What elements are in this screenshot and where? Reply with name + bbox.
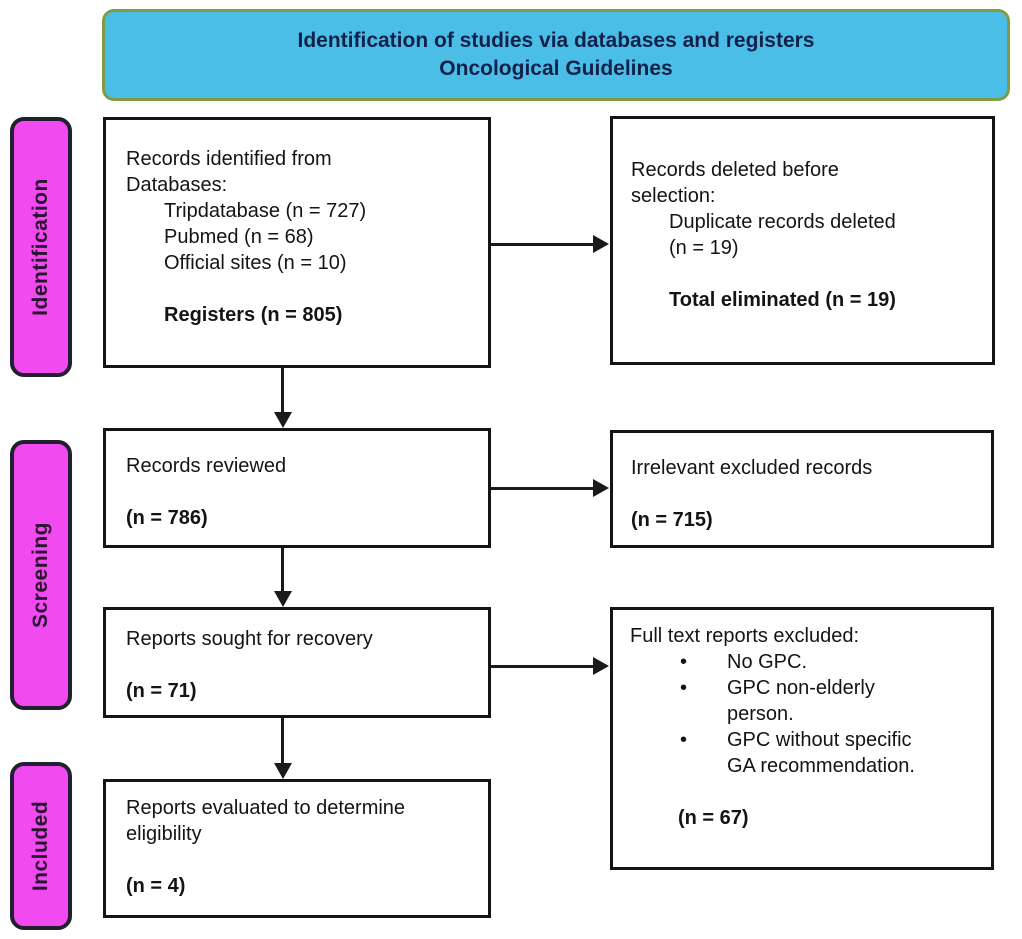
box-text-line: Reports sought for recovery	[126, 628, 373, 650]
box-text-line: (n = 786)	[126, 507, 208, 529]
box-text-spacer	[126, 847, 472, 873]
box-text-line: Reports evaluated to determine	[126, 797, 406, 819]
header-banner: Identification of studies via databases …	[102, 9, 1010, 101]
box-text-line: selection:	[631, 185, 716, 207]
box-text-spacer	[630, 779, 977, 805]
stage-screening: Screening	[10, 440, 72, 710]
box-reports-sought: Reports sought for recovery (n = 71)	[103, 607, 491, 718]
box-text-line: Total eliminated (n = 19)	[669, 289, 896, 311]
box-text-spacer	[631, 481, 977, 507]
box-text-line: (n = 19)	[669, 237, 739, 259]
stage-screening-label: Screening	[29, 521, 53, 629]
box-text-line: GA recommendation.	[727, 755, 915, 777]
box-text-line: • No GPC.	[680, 649, 977, 675]
bullet-text: No GPC.	[727, 651, 808, 673]
box-text-line: Records deleted before	[631, 159, 839, 181]
bullet-icon: •	[680, 729, 688, 751]
stage-identification-label: Identification	[29, 178, 53, 316]
bullet-icon: •	[680, 651, 688, 673]
box-text-line: • GPC non-elderly	[680, 675, 977, 701]
bullet-icon: •	[680, 677, 688, 699]
box-text-line: Records identified from	[126, 148, 332, 170]
box-irrelevant-excluded: Irrelevant excluded records (n = 715)	[610, 430, 994, 548]
box-text-line: • GPC without specific	[680, 727, 977, 753]
box-text-line: Records reviewed	[126, 455, 287, 477]
bullet-text: GPC without specific	[727, 729, 912, 751]
stage-included-label: Included	[29, 800, 52, 892]
box-full-text-excluded: Full text reports excluded: • No GPC. • GPC …	[610, 607, 994, 870]
box-text-line: Registers (n = 805)	[164, 304, 343, 326]
box-text-line: (n = 4)	[126, 875, 186, 897]
bullet-text: GPC non-elderly	[727, 677, 875, 699]
box-text-spacer	[126, 652, 472, 678]
box-text-line: (n = 67)	[678, 807, 749, 829]
box-text-spacer	[126, 276, 472, 302]
box-text-line: Full text reports excluded:	[630, 625, 859, 647]
header-title-line1: Identification of studies via databases …	[297, 29, 815, 52]
box-text-line: person.	[727, 703, 794, 725]
box-reports-evaluated: Reports evaluated to determine eligibilit…	[103, 779, 491, 918]
box-text-line: Tripdatabase (n = 727)	[164, 200, 367, 222]
box-text-line: Irrelevant excluded records	[631, 457, 873, 479]
box-text-spacer	[631, 261, 978, 287]
box-text-line: eligibility	[126, 823, 202, 845]
box-text-line: Official sites (n = 10)	[164, 252, 347, 274]
box-text-line: (n = 715)	[631, 509, 713, 531]
stage-identification: Identification	[10, 117, 72, 377]
box-text-line: Pubmed (n = 68)	[164, 226, 314, 248]
box-text-spacer	[126, 479, 472, 505]
box-text-line: (n = 71)	[126, 680, 197, 702]
stage-included: Included	[10, 762, 72, 930]
header-title-line2: Oncological Guidelines	[439, 57, 673, 80]
box-text-line: Duplicate records deleted	[669, 211, 896, 233]
box-records-deleted: Records deleted before selection: Duplicat…	[610, 116, 995, 365]
box-text-line: Databases:	[126, 174, 228, 196]
box-records-reviewed: Records reviewed (n = 786)	[103, 428, 491, 548]
